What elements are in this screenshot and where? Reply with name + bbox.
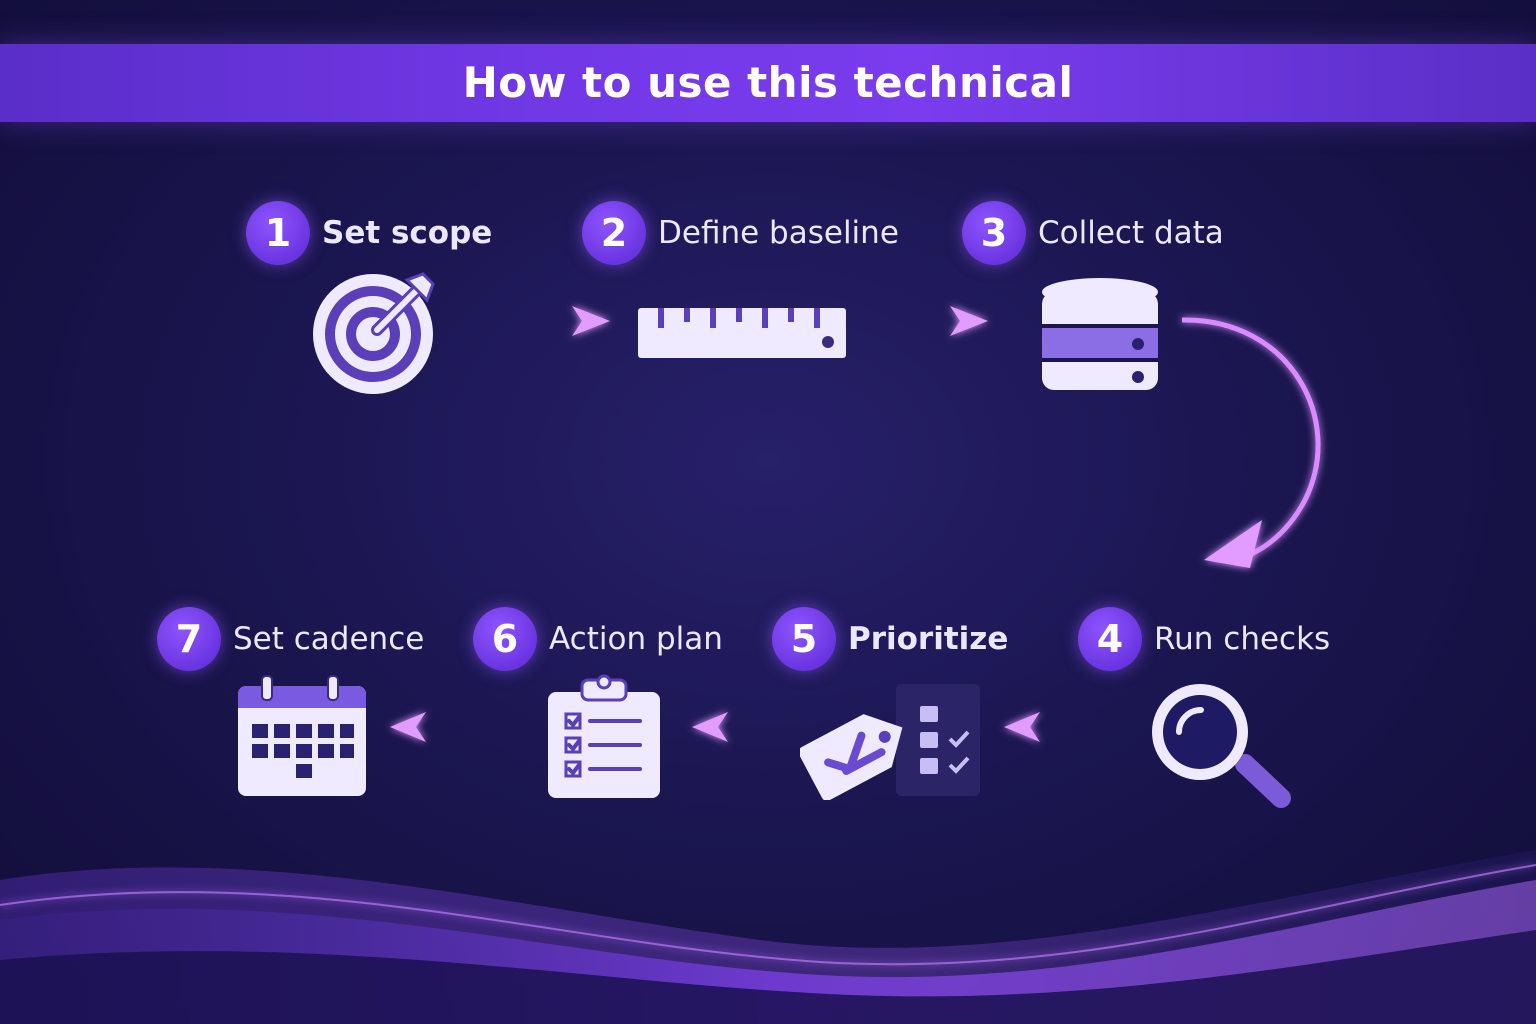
connector-3-4 xyxy=(1181,317,1321,563)
step-number-badge: 7 xyxy=(157,607,221,671)
step-label: Define baseline xyxy=(658,215,899,251)
arrow-6-7 xyxy=(390,712,426,742)
arrow-4-5 xyxy=(1004,712,1040,742)
step-4: 4 Run checks xyxy=(1078,606,1330,672)
header-banner: How to use this technical xyxy=(0,44,1536,122)
page-title: How to use this technical xyxy=(462,58,1074,107)
step-number-badge: 4 xyxy=(1078,607,1142,671)
clipboard-icon xyxy=(548,674,660,798)
step-number-badge: 2 xyxy=(582,201,646,265)
step-number-badge: 1 xyxy=(246,201,310,265)
step-7: 7 Set cadence xyxy=(157,606,424,672)
step-1: 1 Set scope xyxy=(246,200,492,266)
step-label: Prioritize xyxy=(848,621,1009,657)
step-number-badge: 6 xyxy=(473,607,537,671)
step-label: Collect data xyxy=(1038,215,1224,251)
step-3: 3 Collect data xyxy=(962,200,1224,266)
target-icon xyxy=(313,272,435,394)
step-number-badge: 3 xyxy=(962,201,1026,265)
step-number-badge: 5 xyxy=(772,607,836,671)
step-label: Action plan xyxy=(549,621,723,657)
step-label: Set cadence xyxy=(233,621,425,657)
step-2: 2 Define baseline xyxy=(582,200,899,266)
database-icon xyxy=(1042,278,1158,390)
step-label: Run checks xyxy=(1154,621,1331,657)
arrow-2-3 xyxy=(950,306,988,336)
arrow-1-2 xyxy=(572,306,610,336)
calendar-icon xyxy=(238,675,366,796)
arrow-3-4 xyxy=(1204,520,1262,568)
step-label: Set scope xyxy=(322,215,493,251)
step-5: 5 Prioritize xyxy=(772,606,1008,672)
tag-checklist-icon xyxy=(800,684,980,800)
arrow-5-6 xyxy=(692,712,728,742)
magnifier-icon xyxy=(1152,684,1291,808)
wave-front xyxy=(0,930,1536,1024)
ruler-icon xyxy=(638,308,846,358)
step-6: 6 Action plan xyxy=(473,606,723,672)
wave-highlight xyxy=(0,864,1536,966)
